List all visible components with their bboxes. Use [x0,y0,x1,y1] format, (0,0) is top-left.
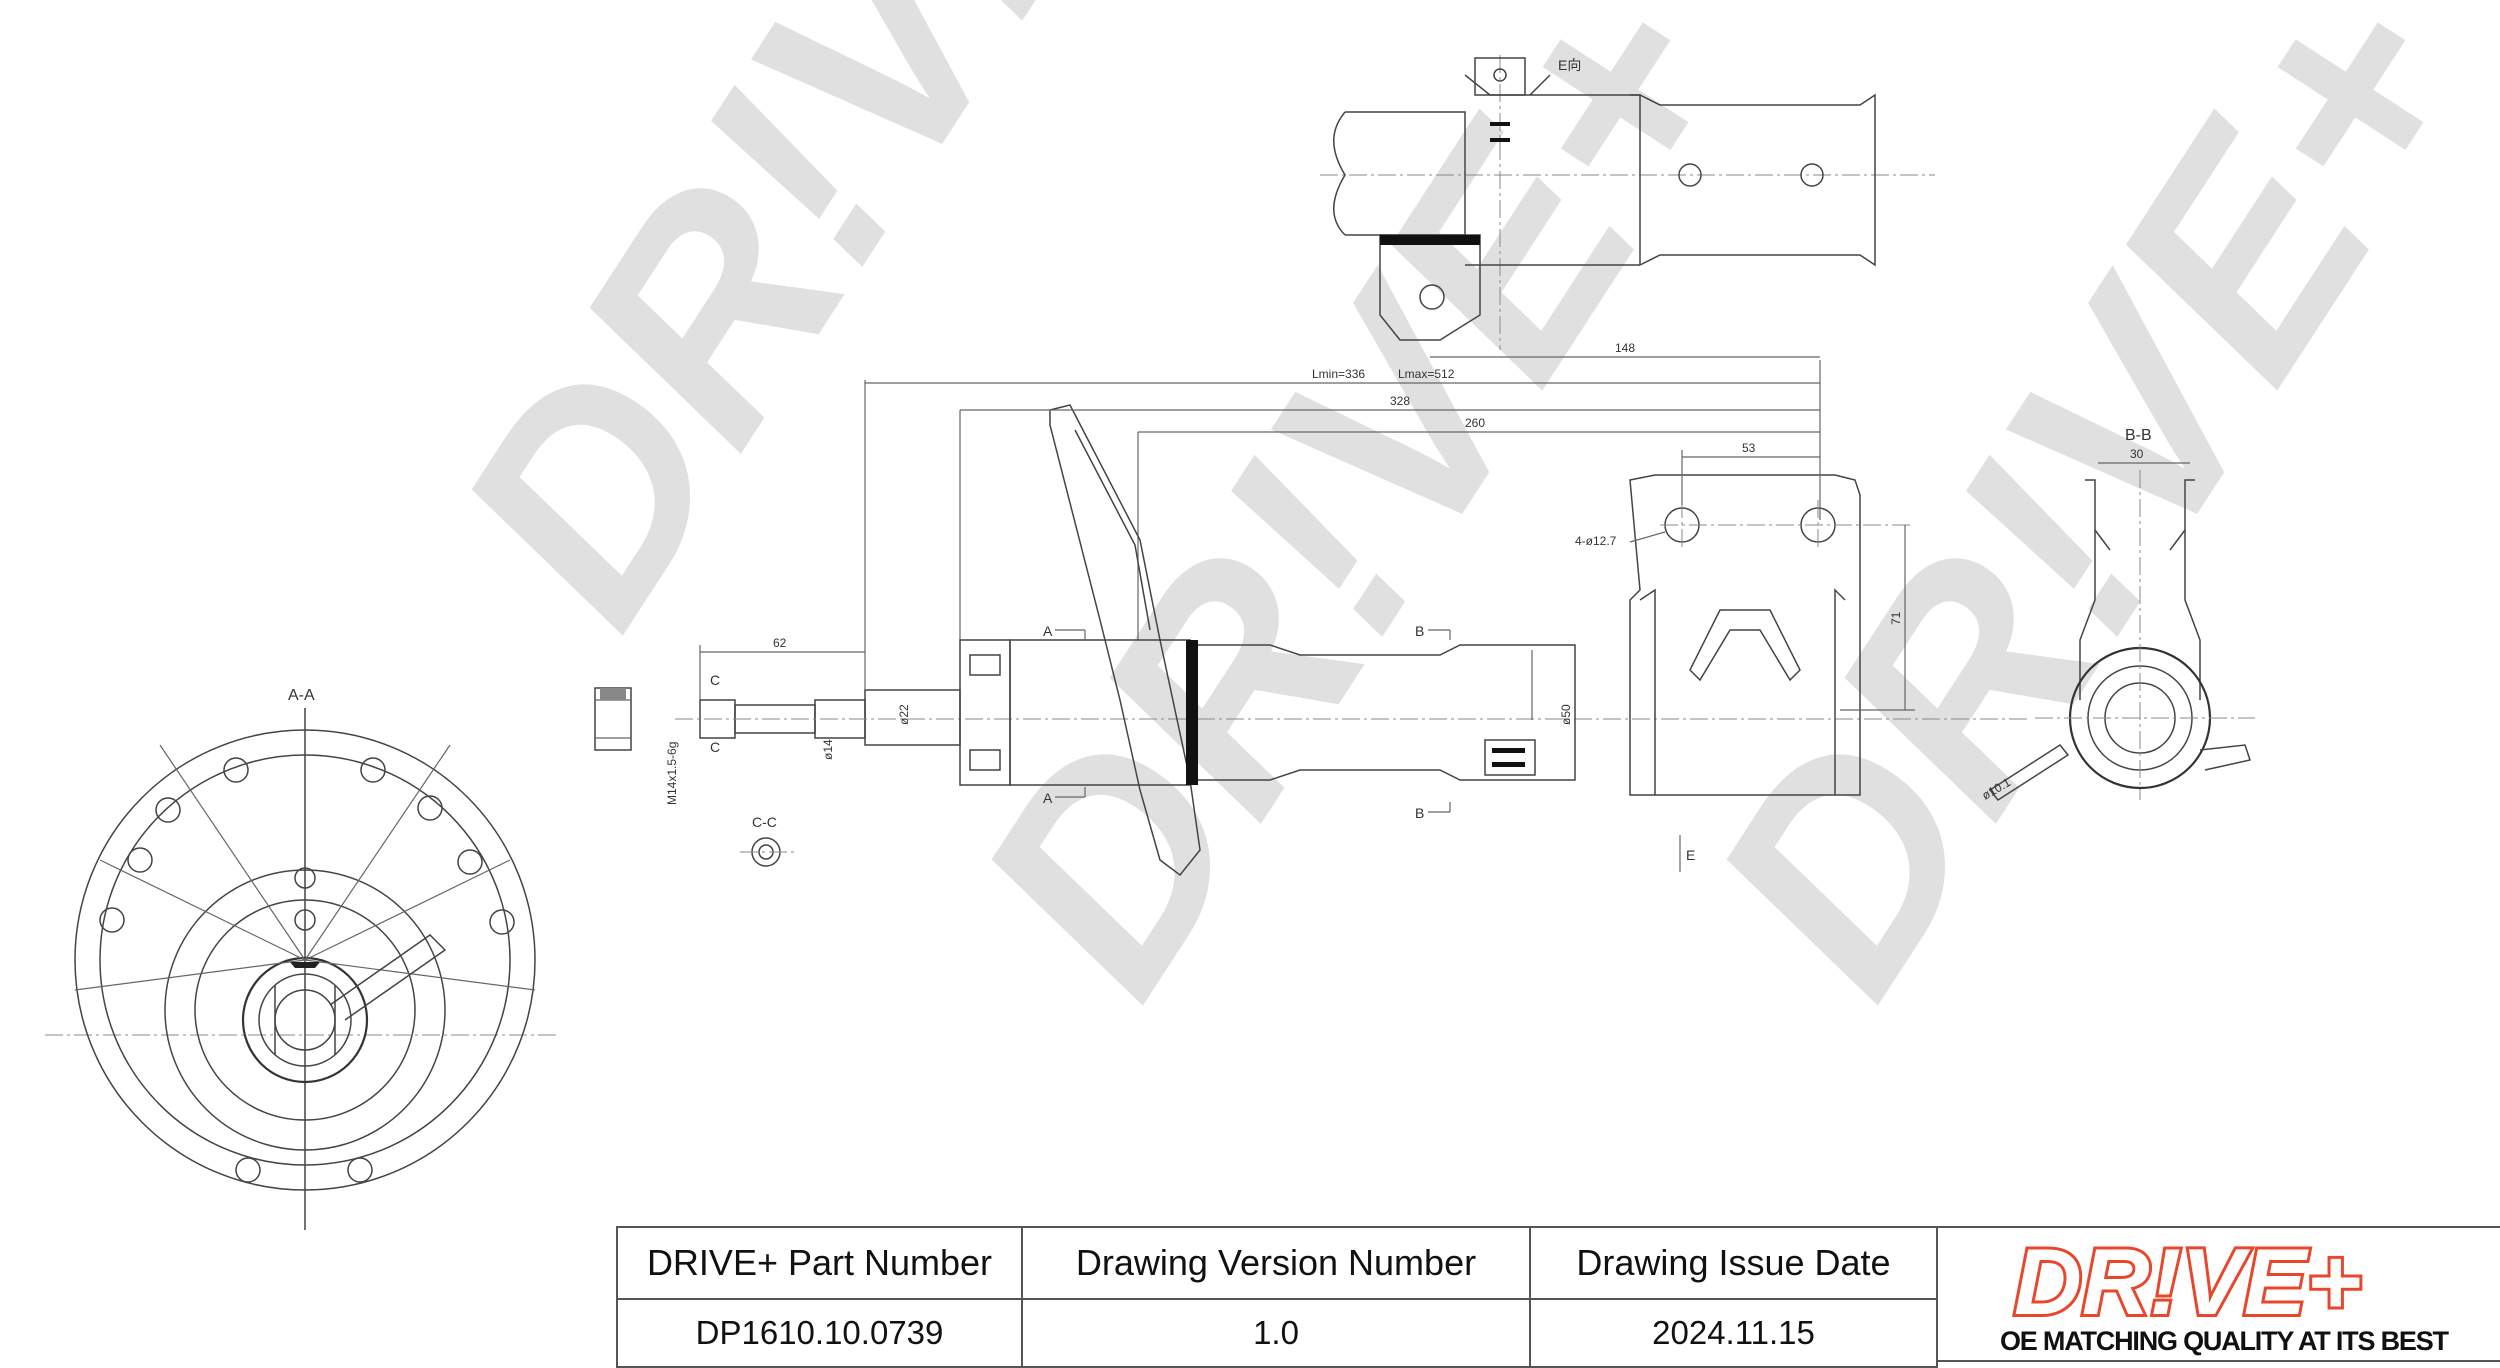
brand-tagline: OE MATCHING QUALITY AT ITS BEST [2000,1326,2449,1356]
lmin-dimension: Lmin=336 [1312,367,1365,381]
issue-date-value: 2024.11.15 [1529,1298,1938,1368]
brand-area: DR!VE+ OE MATCHING QUALITY AT ITS BEST [1936,1226,2500,1362]
section-a-top-label: A [1043,623,1053,639]
dim-53: 53 [1742,441,1756,455]
dimension-chain: Lmin=336 Lmax=512 328 260 53 148 [865,341,1821,520]
part-number-value: DP1610.10.0739 [616,1298,1023,1368]
title-block: DRIVE+ Part Number Drawing Version Numbe… [616,1226,2500,1368]
e-view: E向 [1320,55,1935,350]
dim-260: 260 [1465,416,1485,430]
section-cc-label: C-C [752,814,777,830]
thread-dimension: M14x1.5-6g [665,742,679,805]
version-header: Drawing Version Number [1021,1226,1531,1300]
dia50-dimension: ø50 [1559,704,1573,725]
section-b-top-label: B [1415,623,1424,639]
title-header-row: DRIVE+ Part Number Drawing Version Numbe… [616,1226,1938,1300]
dim-62: 62 [773,636,787,650]
section-aa-view: A-A [45,687,560,1230]
section-bb-label: B-B [2125,427,2152,444]
rod-end-detail: C C M14x1.5-6g ø14 ø22 62 C-C [594,636,2030,867]
title-table: DRIVE+ Part Number Drawing Version Numbe… [616,1226,1938,1368]
watermark-right: DR!VE+ [1647,0,2500,1045]
section-a-bottom-label: A [1043,790,1053,806]
e-arrow-label: E [1686,847,1695,863]
dia14-dimension: ø14 [821,739,835,760]
dim-148: 148 [1615,341,1635,355]
strut-body: A A B B ø50 4-ø12.7 71 E [864,380,1915,877]
lmax-dimension: Lmax=512 [1398,367,1455,381]
watermarks: DR!VE+ DR!VE+ DR!VE+ [392,0,2500,1045]
brand-logo: DR!VE+ [2011,1236,2364,1326]
section-bb-view: B-B 30 ø10.1 [1980,427,2255,803]
section-c-top-label: C [710,672,720,688]
dim-71: 71 [1889,611,1903,625]
part-number-header: DRIVE+ Part Number [616,1226,1023,1300]
dia22-dimension: ø22 [897,704,911,725]
dim-30: 30 [2130,447,2144,461]
issue-date-header: Drawing Issue Date [1529,1226,1938,1300]
section-aa-label: A-A [288,687,315,704]
e-view-label: E向 [1558,57,1581,73]
version-value: 1.0 [1021,1298,1531,1368]
holes-dimension: 4-ø12.7 [1575,534,1617,548]
section-c-bottom-label: C [710,739,720,755]
section-b-bottom-label: B [1415,805,1424,821]
title-value-row: DP1610.10.0739 1.0 2024.11.15 [616,1298,1938,1368]
dim-328: 328 [1390,394,1410,408]
brand-logo-text: DR!VE+ [2014,1236,2361,1326]
